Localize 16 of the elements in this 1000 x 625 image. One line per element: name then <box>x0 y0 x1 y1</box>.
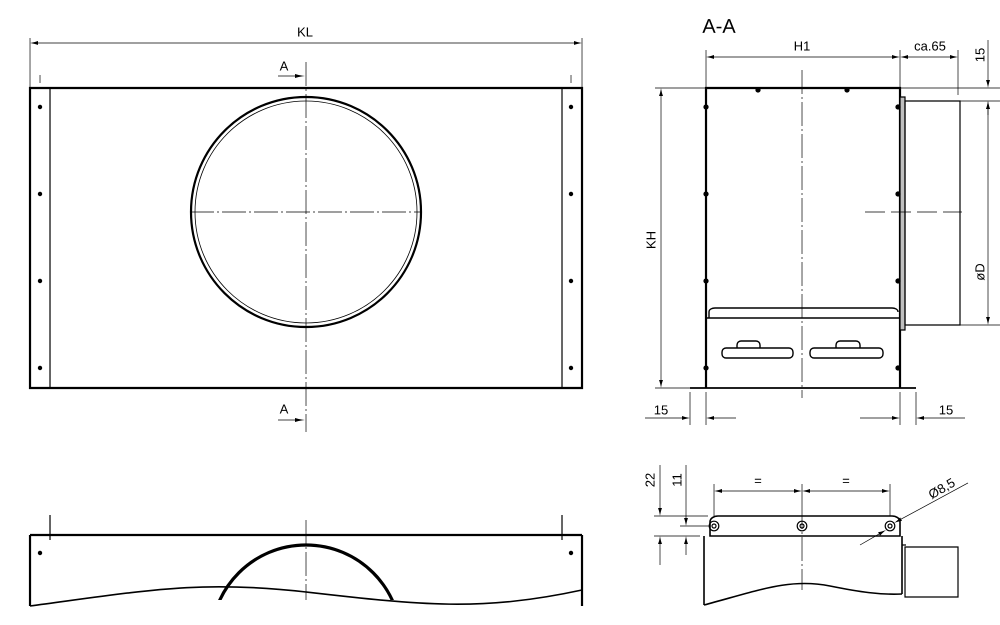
dimension-label: = <box>754 478 762 483</box>
section-label: A <box>280 404 288 414</box>
section-title: A-A <box>702 19 736 33</box>
dimension-label: 15 <box>940 405 953 415</box>
section-label: A <box>280 62 288 70</box>
dimension-label: KH <box>646 232 656 248</box>
dimension-label: 22 <box>645 473 655 487</box>
dimension-label: KL <box>298 28 313 36</box>
dimension-label: Ø8,5 <box>929 478 955 500</box>
dimension-label: 11 <box>672 474 682 486</box>
dimension-label: = <box>842 478 850 483</box>
dimension-label: H1 <box>794 42 810 50</box>
dimension-label: 15 <box>654 405 668 415</box>
dimension-label: 15 <box>975 48 985 62</box>
dimension-label: øD <box>975 264 985 280</box>
dimension-label: ca.65 <box>914 41 946 51</box>
